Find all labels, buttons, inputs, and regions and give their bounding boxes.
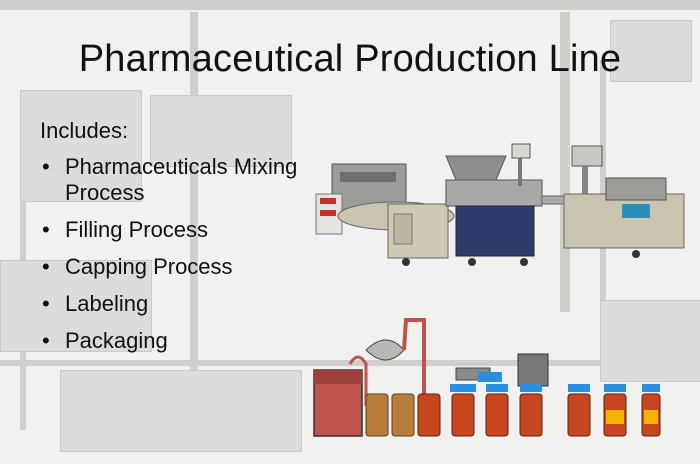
process-diagram: [313, 318, 661, 437]
bullet-item-labeling: •Labeling: [42, 291, 149, 316]
intro-label: Includes:: [40, 118, 129, 143]
bullet-item-filling: •Filling Process: [42, 217, 209, 242]
production-machine-image: [315, 143, 685, 266]
bullet-list: •Pharmaceuticals Mixing Process •Filling…: [40, 154, 355, 365]
bullet-item-mixing: •Pharmaceuticals Mixing Process: [42, 154, 298, 205]
slide-title: Pharmaceutical Production Line: [78, 38, 622, 80]
bullet-item-packaging: •Packaging: [42, 328, 168, 353]
bullet-item-capping: •Capping Process: [42, 254, 233, 279]
